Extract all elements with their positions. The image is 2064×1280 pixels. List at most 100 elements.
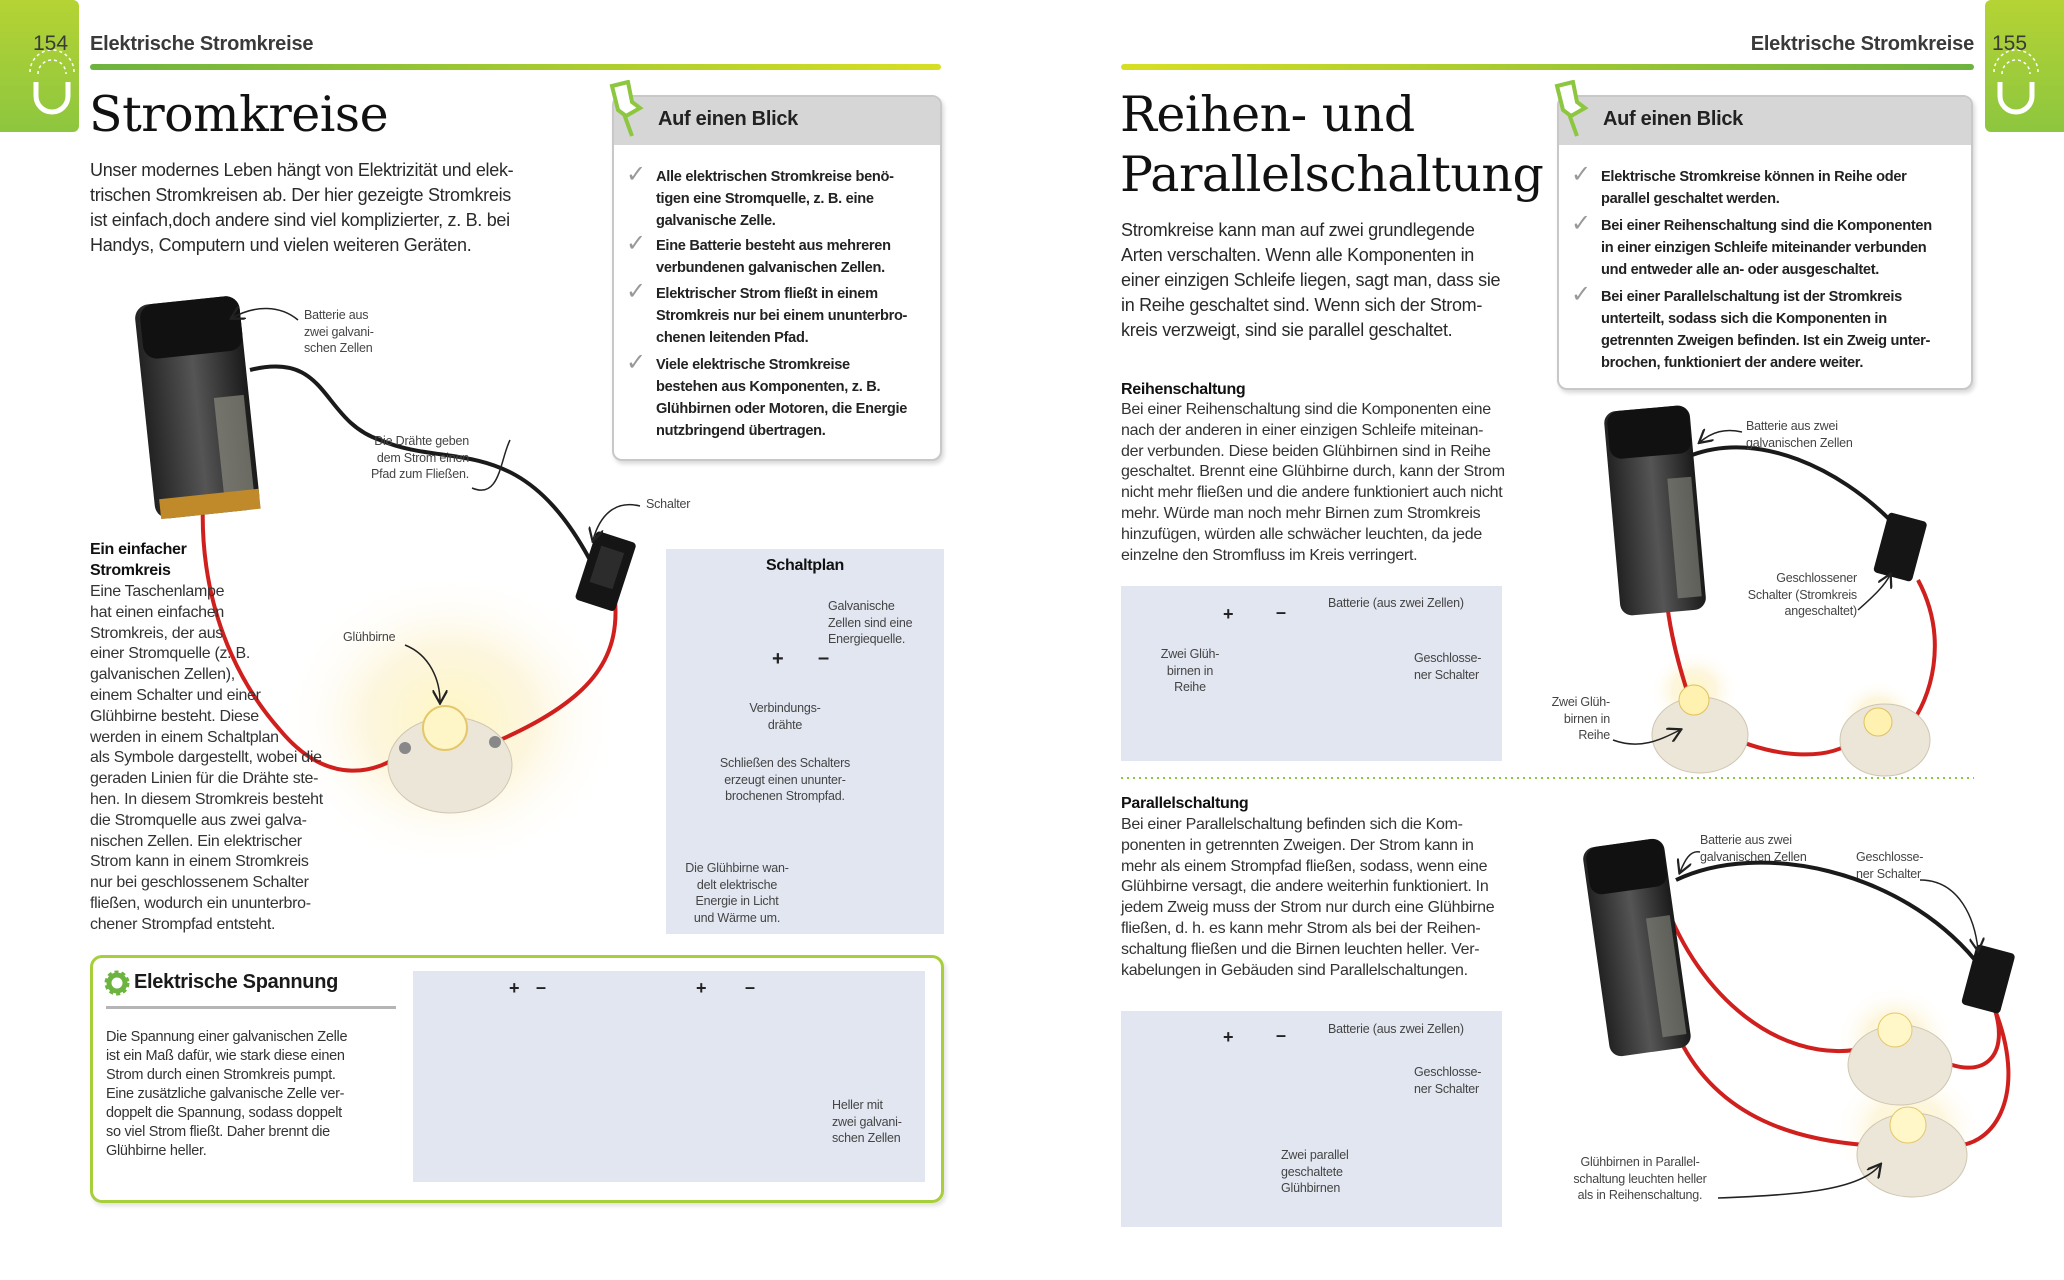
text-line: nutzbringend übertragen. [656,423,826,439]
text-line: Verbindungs- [749,701,821,715]
label-battery: Batterie (aus zwei Zellen) [1328,1021,1464,1038]
text-line: unterteilt, sodass sich die Komponenten … [1601,311,1887,327]
text-line: doppelt die Spannung, sodass doppelt [106,1105,342,1121]
photo-series-circuit [1604,405,1937,777]
text-line: einem Schalter und einer [90,686,261,704]
minus-sign: – [818,647,830,669]
text-line: fließen, d. h. es kann mehr Strom als be… [1121,919,1481,937]
text-line: galvanische Zelle. [656,213,776,229]
text-line: Elektrischer Strom fließt in einem [656,286,878,302]
text-line: Batterie (aus zwei Zellen) [1328,1022,1464,1036]
text-line: angeschaltet) [1784,604,1858,618]
text-line: hen. In diesem Stromkreis besteht [90,790,323,808]
text-line: Glühbirne [343,630,396,644]
text-line: einer Stromquelle (z. B. [90,645,250,663]
series-body: Bei einer Reihenschaltung sind die Kompo… [1121,400,1561,566]
label-switch: Schalter [646,496,690,513]
text-line: brochenen Strompfad. [725,789,845,803]
text-line: galvanischen Zellen), [90,666,235,684]
left-chapter-tab [0,0,79,132]
text-line: Bei einer Parallelschaltung befinden sic… [1121,816,1463,833]
battery-pack [135,296,261,520]
text-line: kabelungen in Gebäuden sind Parallelscha… [1121,961,1468,979]
text-line: Glühbirne besteht. Diese [90,707,259,725]
text-line: Die Spannung einer galvanischen Zelle [106,1029,348,1045]
text-line: Zellen sind eine [828,615,913,630]
text-line: Viele elektrische Stromkreise [656,357,850,373]
label-battery: Batterie aus zwei galvani-schen Zellen [304,307,374,357]
text-line: Zwei Glüh- [1160,647,1220,661]
text-line: die Stromquelle aus zwei galva- [90,811,307,829]
text-line: delt elektrische [696,877,778,892]
text-line: tigen eine Stromquelle, z. B. eine [656,191,874,207]
text-line: und entweder alle an- oder ausgeschaltet… [1601,262,1880,278]
text-line: nur bei geschlossenem Schalter [90,874,309,892]
intro-paragraph: Unser modernes Leben hängt von Elektrizi… [90,158,590,258]
text-line: Glühbirne heller. [106,1143,207,1159]
text-line: Batterie aus zwei [1700,833,1792,847]
text-line: chener Strompfad entsteht. [90,915,276,933]
text-line: nischen Zellen. Ein elektrischer [90,832,302,850]
text-line: Strom durch einen Stromkreis pumpt. [106,1067,336,1083]
text-line: als Symbole dargestellt, wobei die [90,749,322,767]
text-line: Glühbirne versagt, die andere weiterhin … [1121,878,1489,896]
text-line: in Reihe geschaltet sind. Wenn sich der … [1121,295,1483,315]
page-number: 155 [1992,32,2028,55]
text-line: Energiequelle. [828,632,906,646]
checkmark-icon: ✓ [626,161,646,188]
text-line: Eine Batterie besteht aus mehreren [656,238,891,254]
photo-simple-circuit [135,296,636,870]
text-line: Stromkreis [90,561,171,579]
text-line: zwei galvani- [304,324,374,339]
text-line: schen Zellen [304,341,373,355]
switch [575,531,636,611]
text-line: Reihe [1578,728,1610,742]
intro-paragraph: Stromkreise kann man auf zwei grundlegen… [1121,218,1561,343]
parallel-heading: Parallelschaltung [1121,795,1249,812]
text-line: Glühbirnen oder Motoren, die Energie [656,401,908,417]
plus-sign: + [509,978,520,998]
text-line: Die Glühbirne wan- [685,861,789,875]
plus-sign: + [1223,604,1234,624]
text-line: Strom kann in einem Stromkreis [90,853,309,871]
text-line: Batterie aus [304,308,369,322]
voltage-diagram-panel [413,971,925,1182]
checkmark-icon: ✓ [626,349,646,376]
text-line: einer einzigen Schleife liegen, sagt man… [1121,270,1501,290]
photo-label-switch: Geschlosse-ner Schalter [1856,849,1923,882]
at-a-glance-box: Auf einen Blick ✓Elektrische Stromkreise… [1557,95,1973,390]
text-line: Bei einer Reihenschaltung sind die Kompo… [1121,401,1491,418]
text-line: werden in einem Schaltplan [90,728,279,746]
text-line: erzeugt einen ununter- [724,772,846,787]
text-line: bestehen aus Komponenten, z. B. [656,379,881,395]
wire-red [499,599,618,742]
pushpin-icon [609,80,644,137]
parallel-diagram-panel [1121,1011,1502,1227]
text-line: geschaltete [1281,1164,1343,1179]
text-line: mehr als einem Strompfad fließen, sodass… [1121,857,1488,875]
text-line: geschaltet. Brennt eine Glühbirne durch,… [1121,463,1505,481]
text-line: ner Schalter [1856,866,1921,881]
text-line: Geschlosse- [1856,850,1924,864]
text-line: parallel geschaltet werden. [1601,191,1780,207]
section-header: Elektrische Stromkreise [1750,33,1975,55]
voltage-title: Elektrische Spannung [134,971,339,993]
text-line: ner Schalter [1414,1081,1479,1096]
text-line: ponenten in getrennten Zweigen. Der Stro… [1121,836,1474,854]
text-line: Stromkreise kann man auf zwei grundlegen… [1121,220,1475,240]
text-line: Bei einer Reihenschaltung sind die Kompo… [1601,218,1932,234]
at-a-glance-title: Auf einen Blick [658,108,798,130]
glance-item: ✓Bei einer Reihenschaltung sind die Komp… [1571,212,1957,281]
checkmark-icon: ✓ [626,278,646,305]
text-line: mehr. Würde man noch mehr Birnen zum Str… [1121,504,1481,522]
text-line: Heller mit [832,1098,883,1112]
text-line: chenen leitenden Pfad. [656,330,809,346]
